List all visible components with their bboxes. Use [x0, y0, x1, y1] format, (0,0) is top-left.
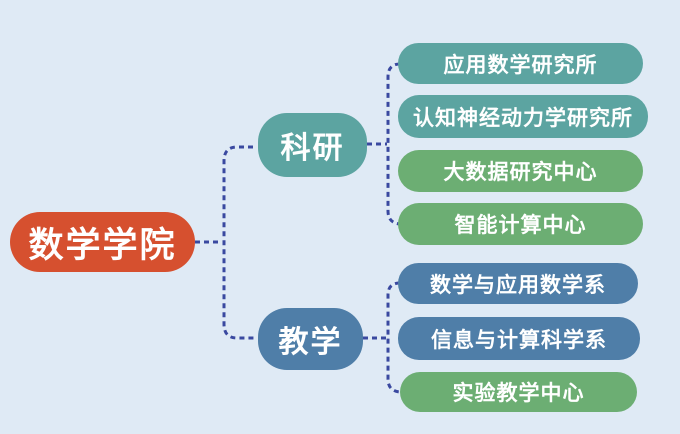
node-leaf-cognitive-neurodynamics-institute[interactable]: 认知神经动力学研究所 [398, 95, 648, 138]
leaf-label: 智能计算中心 [454, 214, 587, 237]
node-leaf-applied-math-institute[interactable]: 应用数学研究所 [398, 43, 643, 84]
connector-research-spine [386, 62, 401, 226]
node-branch-teaching-label: 教学 [278, 326, 343, 359]
node-branch-research-label: 科研 [280, 132, 345, 165]
leaf-label: 数学与应用数学系 [430, 273, 606, 297]
leaf-label: 信息与计算科学系 [431, 328, 607, 352]
node-leaf-intelligent-computing-center[interactable]: 智能计算中心 [398, 203, 643, 245]
node-leaf-experimental-teaching-center[interactable]: 实验教学中心 [400, 372, 637, 412]
node-branch-research[interactable]: 科研 [258, 113, 367, 177]
node-leaf-math-applied-math-dept[interactable]: 数学与应用数学系 [398, 263, 638, 304]
leaf-label: 应用数学研究所 [443, 53, 598, 77]
node-root[interactable]: 数学学院 [10, 212, 195, 272]
node-leaf-info-computing-science-dept[interactable]: 信息与计算科学系 [398, 317, 640, 360]
node-root-label: 数学学院 [28, 225, 177, 265]
leaf-label: 大数据研究中心 [443, 161, 598, 184]
node-branch-teaching[interactable]: 教学 [258, 308, 363, 370]
node-leaf-big-data-research-center[interactable]: 大数据研究中心 [398, 150, 643, 192]
leaf-label: 实验教学中心 [452, 382, 585, 405]
leaf-label: 认知神经动力学研究所 [413, 106, 633, 130]
connector-root-spine [222, 145, 256, 340]
